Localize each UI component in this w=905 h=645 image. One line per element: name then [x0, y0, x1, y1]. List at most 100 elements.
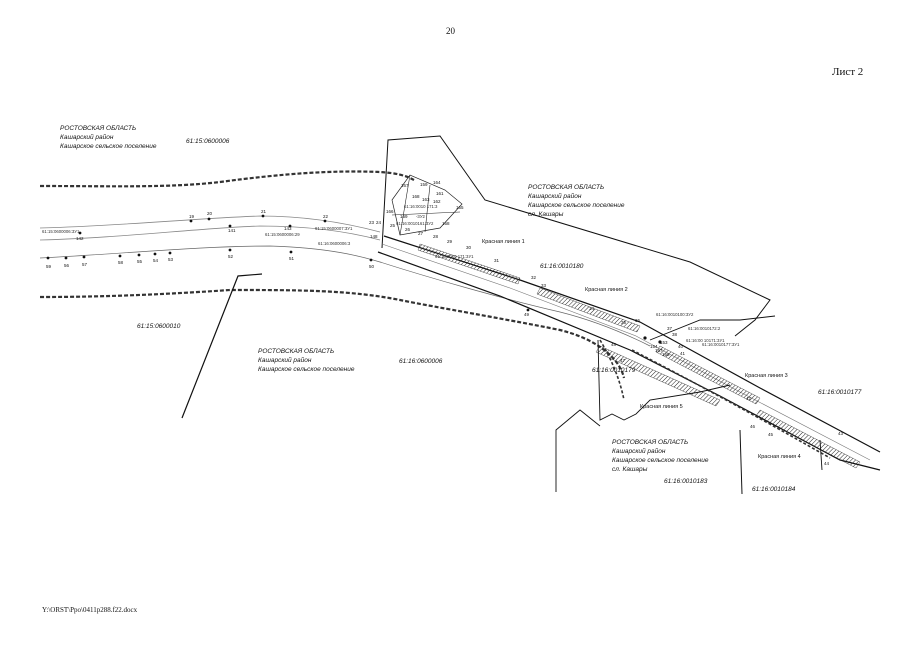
region-label-sw: РОСТОВСКАЯ ОБЛАСТЬ Кашарский район Кашар…: [258, 347, 354, 374]
parcel-id: 61:16:0010177: [818, 389, 862, 396]
small-label: 61:15:0600006:29: [265, 232, 300, 237]
point-label: 164: [433, 180, 441, 185]
parcel-id: 61:16:0010180: [540, 263, 584, 270]
point-label: 51: [289, 256, 295, 261]
point-label: 163: [422, 197, 430, 202]
point-label: 23: [369, 220, 375, 225]
point-label: 33: [541, 283, 547, 288]
region-line: Кашарское сельское поселение: [612, 457, 709, 464]
point-label: 46: [750, 424, 756, 429]
red-line-label: Красная линия 5: [640, 404, 683, 410]
point-label: 31: [494, 258, 500, 263]
point-label: 48: [611, 342, 617, 347]
point-label: 57: [82, 262, 88, 267]
road-boundary-north: [39, 170, 415, 188]
point-label: 55: [137, 259, 143, 264]
region-line: РОСТОВСКАЯ ОБЛАСТЬ: [258, 348, 335, 355]
point-label: 47: [620, 358, 626, 363]
point-label: 34: [589, 306, 595, 311]
red-line-label: Красная линия 2: [585, 287, 628, 293]
region-line: РОСТОВСКАЯ ОБЛАСТЬ: [612, 439, 689, 446]
red-line-label: Красная линия 4: [758, 454, 801, 460]
parcel-boundary-west: [181, 273, 263, 419]
point-label: 41: [680, 351, 686, 356]
parcel-id: 61:16:0010179: [592, 367, 636, 374]
small-label: 61:15:0600006:3У1: [42, 229, 80, 234]
region-line: Кашарский район: [528, 193, 582, 200]
parcel-id: 61:16:0600006: [399, 358, 443, 365]
parcel-id: 61:15:0600010: [137, 323, 181, 330]
parcel-id: 61:16:0010183: [664, 478, 708, 485]
point-label: 162: [433, 199, 441, 204]
region-label-ne: РОСТОВСКАЯ ОБЛАСТЬ Кашарский район Кашар…: [528, 183, 624, 219]
small-label: 61:16:0600006:3: [318, 241, 351, 246]
hatched-band-4: [755, 409, 861, 469]
region-line: Кашарское сельское поселение: [60, 143, 157, 150]
survey-points: [46, 214, 662, 344]
point-label: 54: [153, 258, 159, 263]
region-line: Кашарское сельское поселение: [528, 202, 625, 209]
point-label: 37: [667, 326, 673, 331]
point-label: 58: [118, 260, 124, 265]
red-line-label: Красная линия 1: [482, 239, 525, 245]
point-label: 167: [401, 183, 409, 188]
point-label: 56: [64, 263, 70, 268]
road-line-2: [39, 225, 381, 241]
point-label: 148: [370, 234, 378, 239]
ne-boundary: [649, 315, 776, 341]
point-label: 43: [838, 431, 844, 436]
small-label: 61:16:00 10171:3У1: [686, 338, 725, 343]
point-label: 154: [650, 344, 658, 349]
small-label: 61:16:0010177:3У1: [702, 342, 740, 347]
point-label: 156: [662, 352, 670, 357]
hatched-band-5: [595, 345, 721, 407]
hatched-band-1: [417, 243, 521, 285]
page-number: 20: [446, 26, 455, 36]
point-label: 168: [412, 194, 420, 199]
file-path: Y:\ORST\Ppo\0411p288.f22.docx: [42, 606, 138, 614]
point-label: 42: [746, 396, 752, 401]
small-label: 61:16:0010161:3У2: [396, 221, 434, 226]
road-line-1: [39, 215, 381, 233]
hatched-band-2: [536, 287, 641, 333]
region-line: Кашарский район: [612, 448, 666, 455]
parcel-boundary-north: [381, 135, 771, 337]
small-label: 61:15:0600007:3У1: [315, 226, 353, 231]
road-branch-dashed: [599, 339, 831, 459]
region-label-nw: РОСТОВСКАЯ ОБЛАСТЬ Кашарский район Кашар…: [60, 124, 156, 151]
small-label: 61:16:0010172:2: [688, 326, 721, 331]
point-label: 21: [261, 209, 267, 214]
small-cadastral-labels: 61:15:0600006:3У1 61:15:0600006:29 61:15…: [42, 204, 740, 347]
east-boundary: [739, 429, 743, 495]
point-label: 153: [660, 340, 668, 345]
point-label: 26: [405, 227, 411, 232]
hatched-band-3: [655, 345, 761, 405]
point-label: 169: [400, 214, 408, 219]
small-label: -3У2: [416, 214, 426, 219]
red-line-label: Красная линия 3: [745, 373, 788, 379]
point-label: 142: [76, 236, 84, 241]
small-label: 61:16:0010 171:3: [404, 204, 438, 209]
point-label: 28: [433, 234, 439, 239]
point-label: 59: [46, 264, 52, 269]
point-label: 158: [442, 221, 450, 226]
point-label: 166: [386, 209, 394, 214]
point-label: 141: [228, 228, 236, 233]
point-label: 40: [678, 344, 684, 349]
main-road-north-edge: [383, 235, 881, 453]
point-label: 30: [466, 245, 472, 250]
region-line: сл. Кашары: [612, 466, 648, 473]
point-label: 27: [418, 231, 424, 236]
region-line: Кашарский район: [60, 134, 114, 141]
point-label: 44: [824, 461, 830, 466]
point-label: 32: [531, 275, 537, 280]
point-label: 25: [390, 223, 396, 228]
parcel-boundary-lower: [555, 409, 601, 492]
road-boundary-south: [39, 288, 626, 379]
point-label: 52: [228, 254, 234, 259]
point-label: 19: [189, 214, 195, 219]
point-label: 159: [420, 182, 428, 187]
region-line: РОСТОВСКАЯ ОБЛАСТЬ: [60, 125, 137, 132]
